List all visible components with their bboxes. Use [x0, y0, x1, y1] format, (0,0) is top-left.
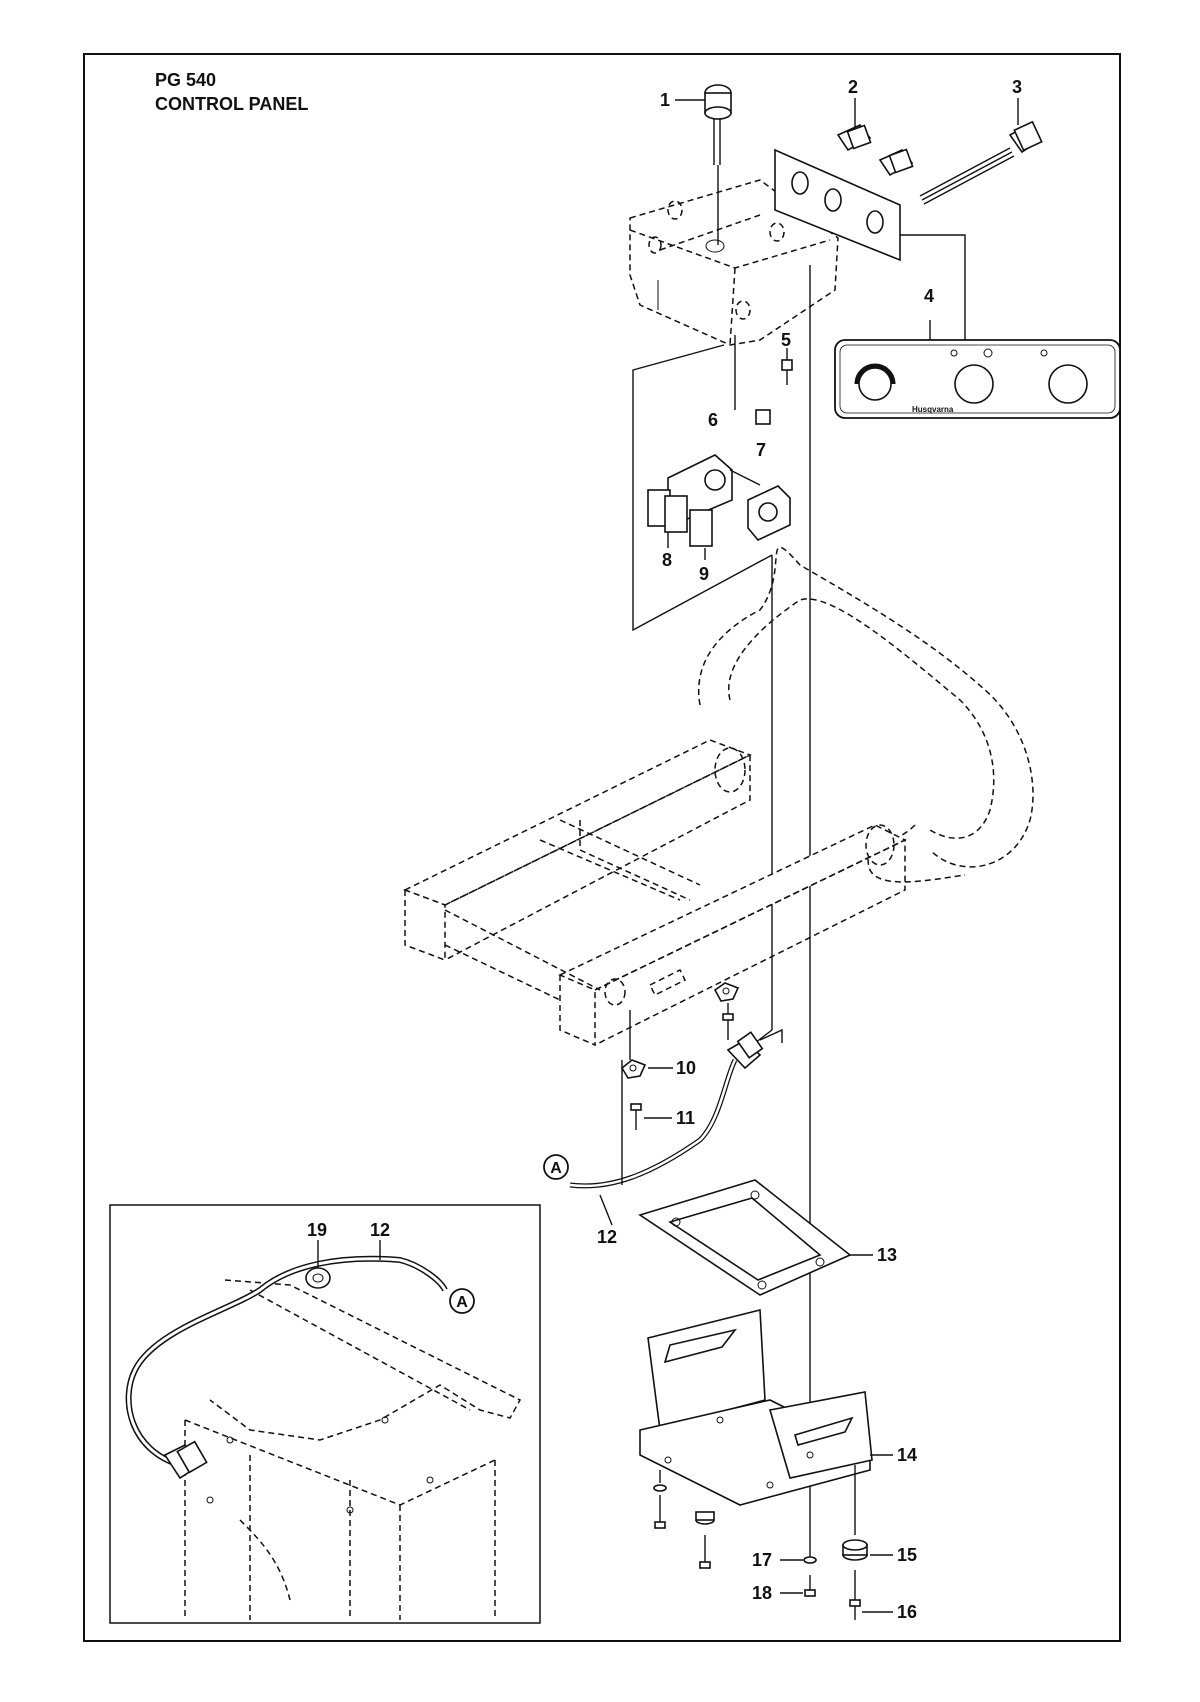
callout-4: 4 — [924, 286, 934, 306]
callout-12: 12 — [597, 1227, 617, 1247]
callout-2: 2 — [848, 77, 858, 97]
callout-7: 7 — [756, 440, 766, 460]
callout-9: 9 — [699, 564, 709, 584]
connector-a-inset — [449, 1288, 475, 1314]
part-8-contact-block — [647, 489, 688, 548]
callout-1: 1 — [660, 90, 670, 110]
part-5-screw — [781, 348, 793, 385]
callout-8: 8 — [662, 550, 672, 570]
callout-3: 3 — [1012, 77, 1022, 97]
callout-10: 10 — [676, 1058, 696, 1078]
part-17-washer — [653, 1470, 817, 1564]
callout-13: 13 — [877, 1245, 897, 1265]
callout-18: 18 — [752, 1583, 772, 1603]
page-border — [83, 53, 1121, 1642]
callout-14: 14 — [897, 1445, 917, 1465]
callout-5: 5 — [781, 330, 791, 350]
panel-brand-label: Husqvarna — [912, 405, 954, 414]
part-15-rubber-foot — [695, 1511, 893, 1561]
part-10-cable-clamp — [620, 982, 740, 1079]
callout-labels: 1 2 3 4 5 6 7 8 9 10 11 12 13 14 15 16 1… — [307, 77, 1022, 1622]
part-4-faceplate: Husqvarna — [834, 320, 1121, 419]
frame-handle — [697, 546, 1034, 883]
frame-rails — [403, 739, 907, 1047]
assembly-leader-lines — [632, 265, 811, 1560]
mounting-plate — [774, 148, 966, 340]
part-16-screw — [699, 1535, 893, 1620]
svg-text:A: A — [550, 1160, 562, 1177]
callout-6: 6 — [708, 410, 718, 430]
part-12-cable — [569, 1028, 783, 1226]
section-title: CONTROL PANEL — [155, 94, 309, 114]
callout-16: 16 — [897, 1602, 917, 1622]
part-2-switch — [836, 98, 914, 177]
svg-text:A: A — [456, 1294, 468, 1311]
detail-inset: A — [109, 1204, 541, 1624]
part-9-contact-block — [689, 509, 713, 560]
switch-housing — [629, 179, 839, 346]
connector-a: A — [543, 1154, 569, 1180]
part-1-potentiometer — [675, 84, 732, 245]
part-13-gasket — [638, 1179, 873, 1296]
model-title: PG 540 — [155, 70, 217, 90]
callout-17: 17 — [752, 1550, 772, 1570]
part-11-screw — [630, 1003, 734, 1130]
callout-15: 15 — [897, 1545, 917, 1565]
part-3-cable-gland — [919, 98, 1043, 205]
part-14-bracket — [639, 1308, 893, 1535]
callout-19: 19 — [307, 1220, 327, 1240]
part-7-block — [755, 409, 771, 425]
callout-12-inset: 12 — [370, 1220, 390, 1240]
callout-11: 11 — [676, 1108, 695, 1128]
part-18-screw — [654, 1495, 816, 1597]
